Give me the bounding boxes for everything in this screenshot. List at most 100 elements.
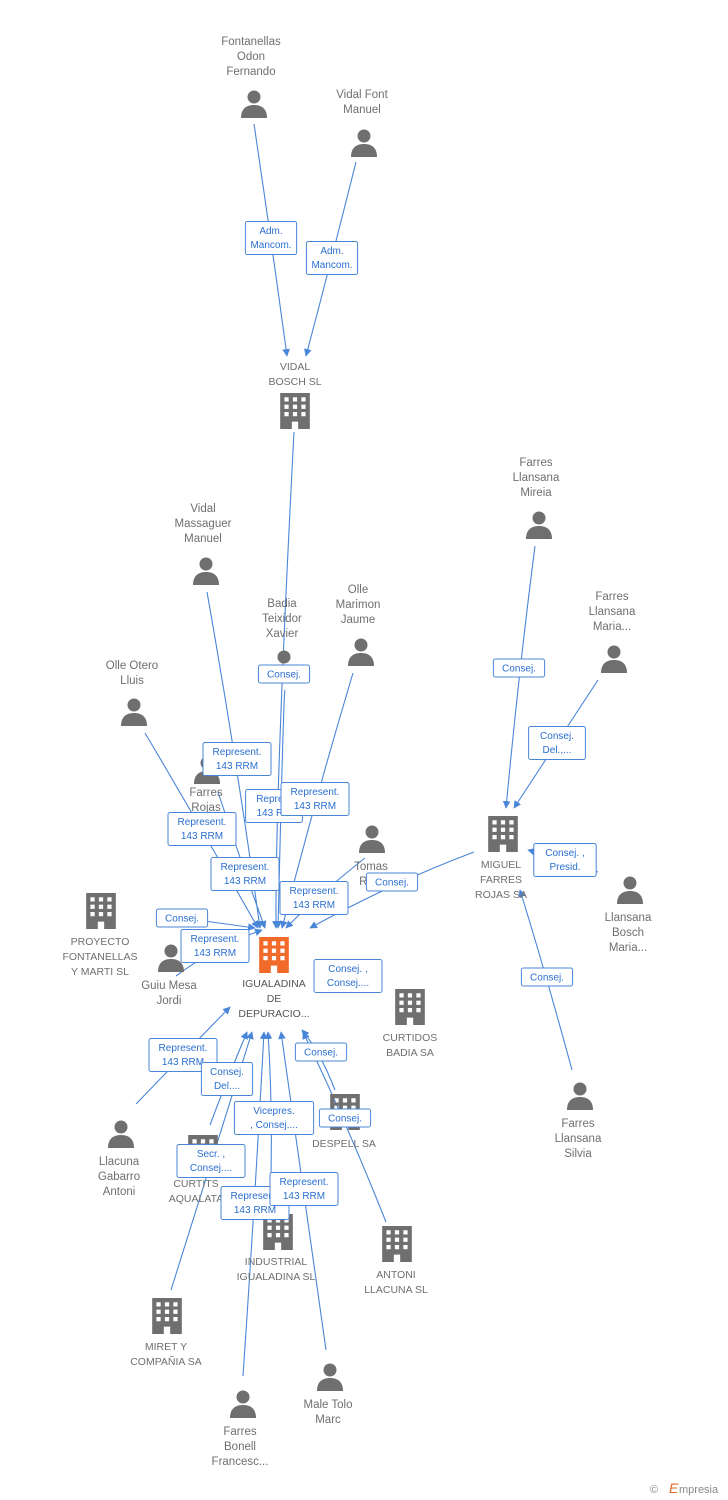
relation-label-guiu-to-igualadina[interactable]: Represent.143 RRM [180, 929, 250, 963]
person-icon[interactable] [359, 825, 385, 854]
relation-label-text: Del.,... [543, 745, 572, 756]
relation-label-badia-to-igualadina[interactable]: Consej. [257, 664, 311, 684]
relation-label-male_tolo-to-igualadina[interactable]: Represent.143 RRM [269, 1172, 339, 1206]
person-icon[interactable] [121, 698, 147, 727]
relation-label-text: Represent. [221, 862, 270, 873]
copyright-symbol: © [650, 1484, 658, 1496]
person-icon[interactable] [230, 1390, 256, 1419]
person-node-farres_maria[interactable]: FarresLlansanaMaria... [589, 591, 636, 673]
building-icon[interactable] [86, 893, 116, 929]
relation-label-tomas-to-igualadina[interactable]: Represent.143 RRM [279, 881, 349, 915]
relation-label-olle_marimon-to-igualadina[interactable]: Represent.143 RRM [280, 782, 350, 816]
relation-label-vidal_font-to-vidal_bosch[interactable]: Adm.Mancom. [305, 241, 359, 275]
node-label-line: VIDAL [280, 361, 311, 373]
person-icon[interactable] [351, 129, 377, 158]
relation-label-box [167, 812, 237, 846]
node-label-line: Xavier [266, 628, 299, 640]
node-label-line: Francesc... [212, 1456, 269, 1468]
building-icon[interactable] [395, 989, 425, 1025]
person-node-farres_bonell[interactable]: FarresBonellFrancesc... [212, 1390, 269, 1469]
node-label-line: Manuel [184, 533, 222, 545]
building-icon[interactable] [152, 1298, 182, 1334]
node-label-line: Fontanellas [221, 36, 281, 48]
company-node-igualadina[interactable]: IGUALADINADEDEPURACIO... [238, 937, 310, 1020]
person-icon[interactable] [348, 638, 374, 667]
relation-label-fontanellas-to-vidal_bosch[interactable]: Adm.Mancom. [244, 221, 298, 255]
person-icon[interactable] [193, 557, 219, 586]
node-label-line: MIGUEL [481, 859, 521, 871]
relation-label-vidal_massaguer-to-igualadina[interactable]: Represent.143 RRM [202, 742, 272, 776]
relation-label-text: Mancom. [250, 240, 291, 251]
relation-label-text: 143 RRM [293, 900, 335, 911]
relation-label-curtits-to-igualadina[interactable]: Consej.Del.... [200, 1062, 254, 1096]
relation-label-miguel_farres-to-igualadina[interactable]: Consej. [365, 872, 419, 892]
node-label-line: Llansana [555, 1133, 602, 1145]
relation-label-box [279, 881, 349, 915]
relation-label-box [528, 726, 586, 760]
relation-label-farres_mireia-to-miguel_farres[interactable]: Consej. [492, 658, 546, 678]
building-icon[interactable] [382, 1226, 412, 1262]
node-label-line: Llansana [589, 606, 636, 618]
relation-label-olle_otero-to-igualadina[interactable]: Represent.143 RRM [167, 812, 237, 846]
relation-label-miret-to-igualadina[interactable]: Secr. ,Consej.... [176, 1144, 246, 1178]
company-node-despell[interactable]: DESPELL SA [312, 1094, 376, 1150]
person-icon[interactable] [567, 1082, 593, 1111]
building-icon[interactable] [280, 393, 310, 429]
node-label-line: Olle Otero [106, 660, 158, 672]
relation-label-text: Represent. [291, 787, 340, 798]
relation-label-farres_silvia-to-miguel_farres[interactable]: Consej. [520, 967, 574, 987]
relation-label-curtidos_badia-to-igualadina[interactable]: Consej. ,Consej.... [313, 959, 383, 993]
person-icon[interactable] [617, 876, 643, 905]
relation-label-text: 143 RRM [194, 948, 236, 959]
person-icon[interactable] [317, 1363, 343, 1392]
relation-label-llansana_bosch-to-miguel_farres[interactable]: Consej. ,Presid. [533, 843, 597, 877]
empresia-logo[interactable]: © E mpresia [650, 1480, 719, 1496]
person-node-llansana_bosch[interactable]: LlansanaBoschMaria... [605, 876, 652, 955]
node-label-line: Jordi [157, 995, 182, 1007]
node-label-line: Maria... [593, 621, 631, 633]
person-icon[interactable] [526, 511, 552, 540]
relation-label-farres_maria-to-miguel_farres[interactable]: Consej.Del.,... [528, 726, 586, 760]
node-label-line: Llacuna [99, 1156, 140, 1168]
node-label-line: MIRET Y [145, 1341, 187, 1353]
node-label-line: DEPURACIO... [238, 1008, 309, 1020]
relation-label-llacuna_gabarro-to-igualadina[interactable]: Represent.143 RRM [148, 1038, 218, 1072]
relation-label-text: Represent. [178, 817, 227, 828]
person-icon[interactable] [158, 944, 184, 973]
person-icon[interactable] [241, 90, 267, 119]
building-icon[interactable] [488, 816, 518, 852]
node-label-line: Marc [315, 1414, 341, 1426]
relation-label-text: Consej. [502, 664, 536, 675]
person-icon[interactable] [601, 645, 627, 674]
node-label-line: Antoni [103, 1186, 136, 1198]
person-icon[interactable] [108, 1120, 134, 1149]
relation-label-antoni_llacuna-to-igualadina[interactable]: Consej. [318, 1108, 372, 1128]
relation-label-proyecto-to-igualadina[interactable]: Consej. [155, 908, 209, 928]
relation-label-despell-to-igualadina[interactable]: Consej. [294, 1042, 348, 1062]
relation-label-text: Consej.... [190, 1163, 232, 1174]
relation-label-industrial-to-igualadina[interactable]: Vicepres., Consej.... [233, 1101, 315, 1135]
node-label-line: Llansana [605, 912, 652, 924]
building-icon[interactable] [259, 937, 289, 973]
relation-label-farres_rojas-to-igualadina[interactable]: Represent.143 RRM [210, 857, 280, 891]
